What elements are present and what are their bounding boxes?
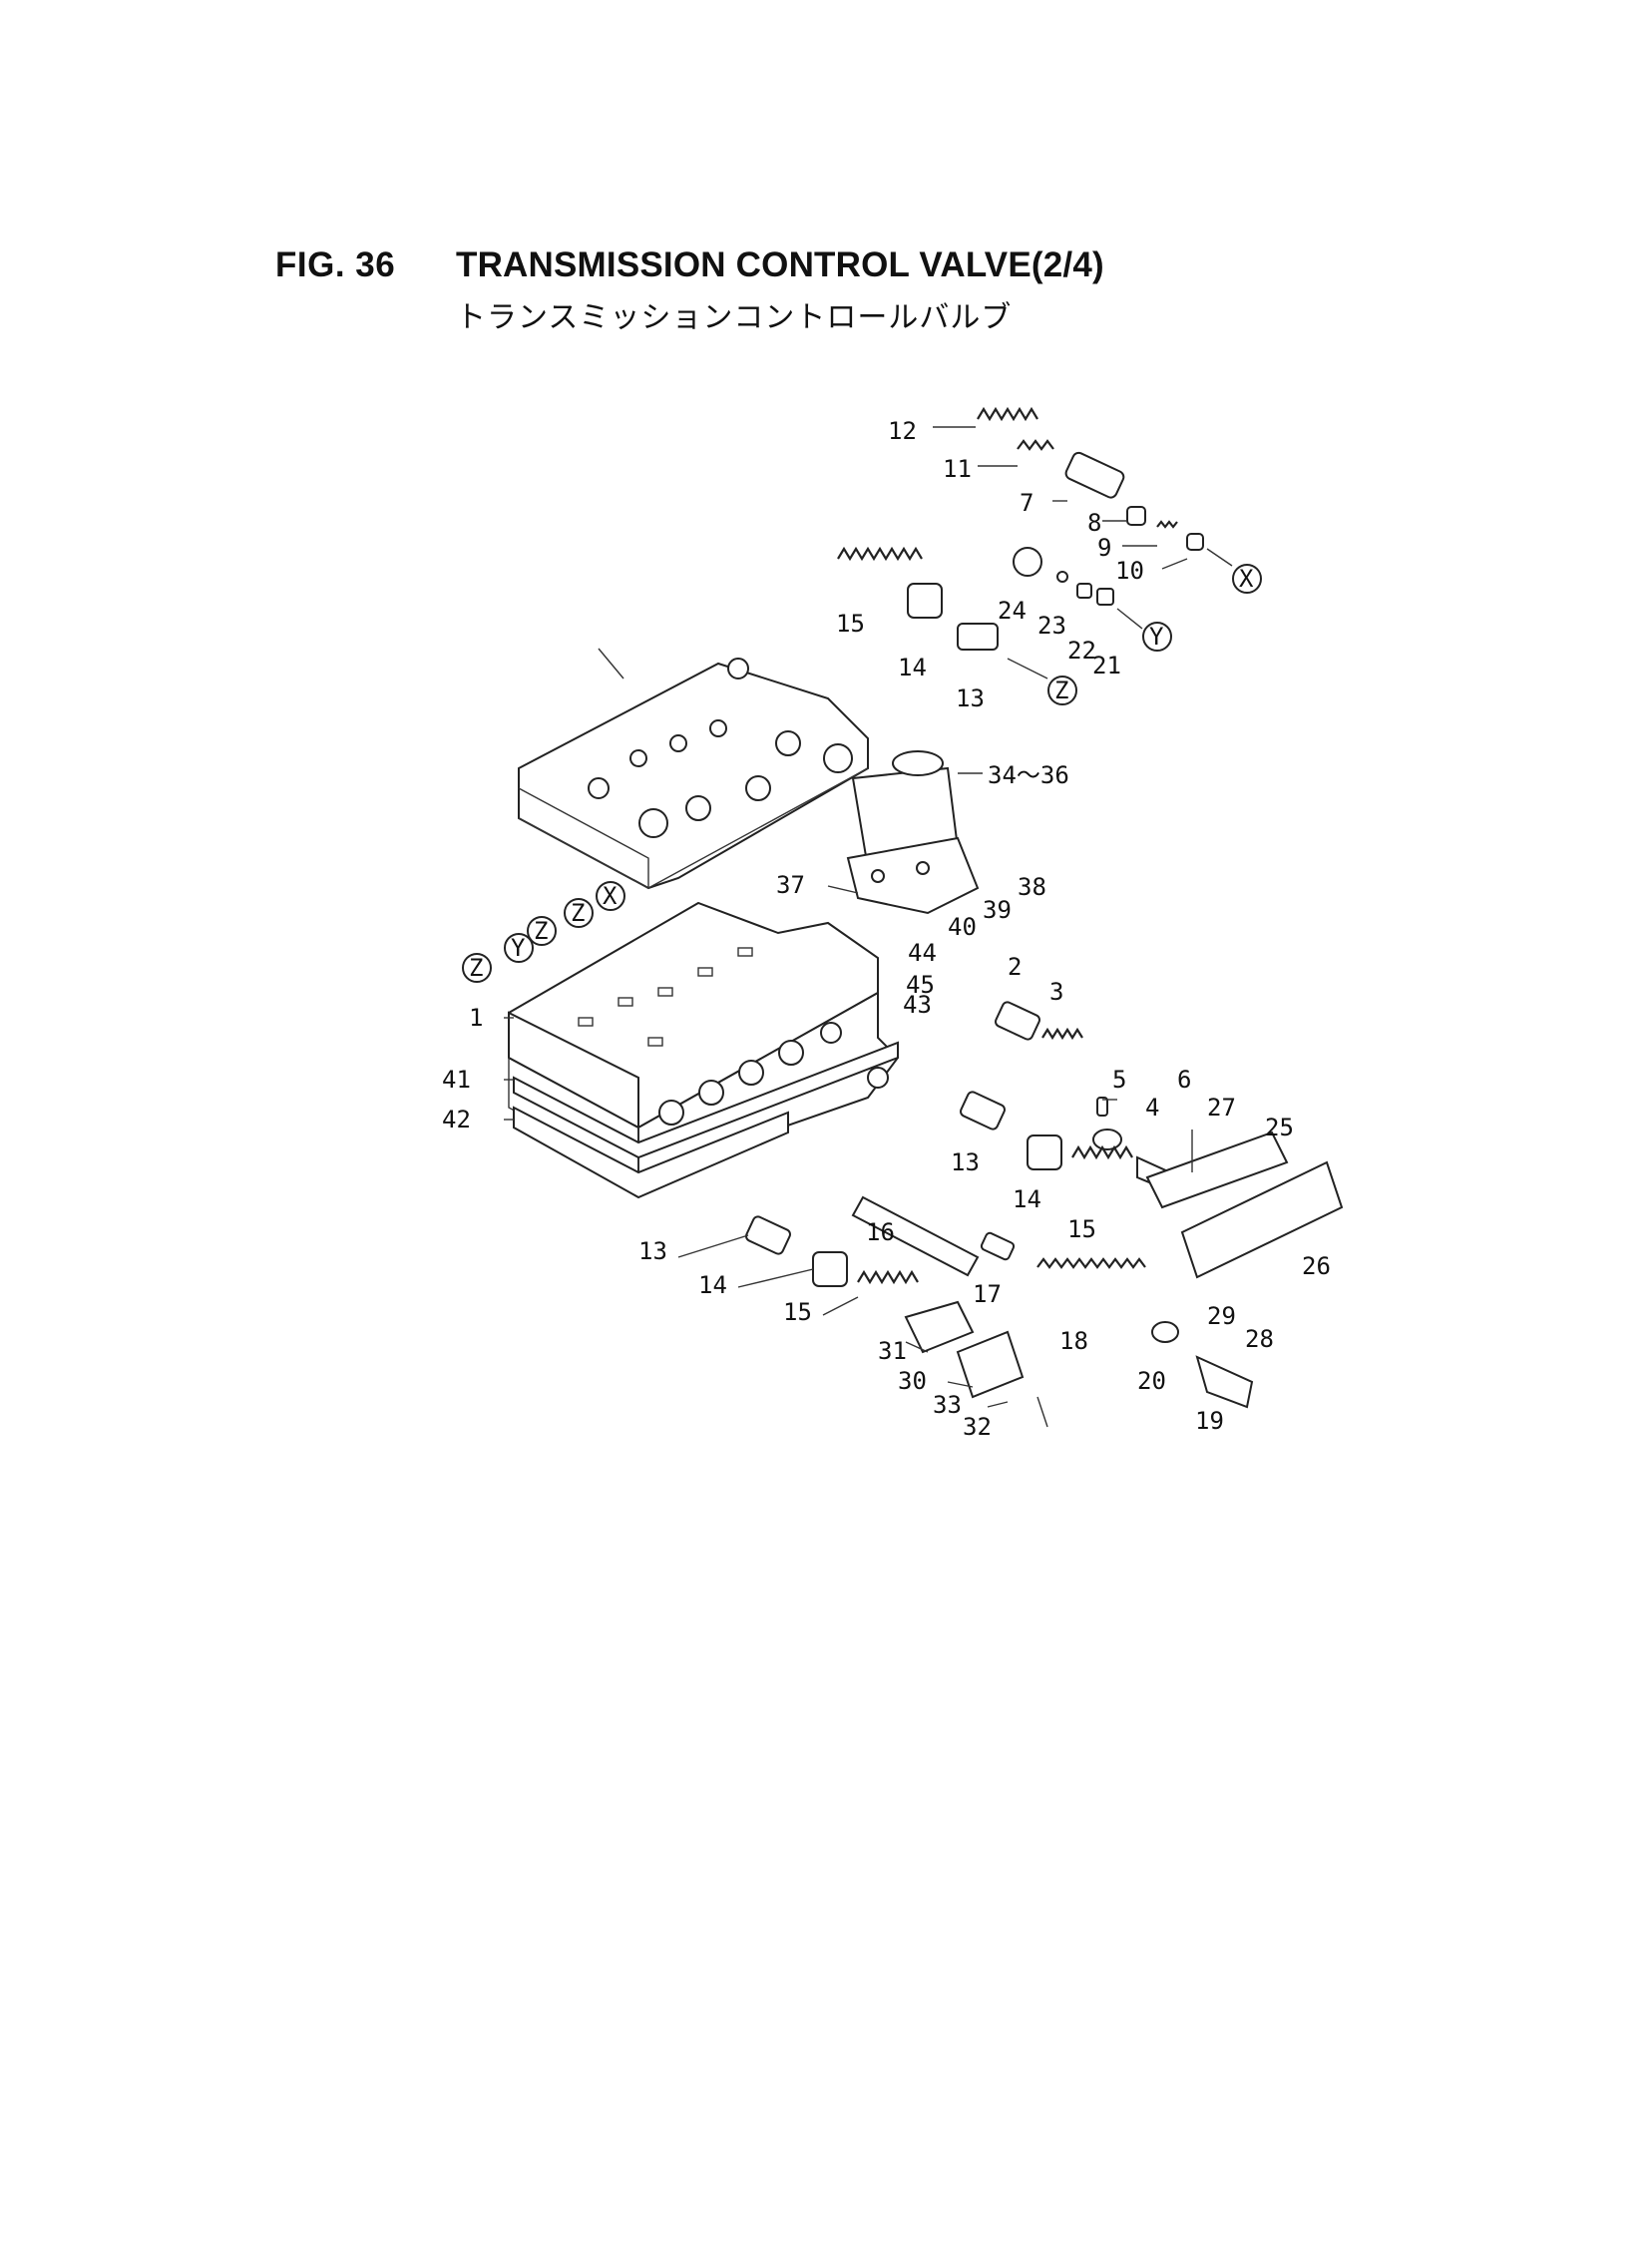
callout-38: 38: [1018, 873, 1046, 901]
marker-z-body-1: Z: [571, 899, 585, 927]
callout-7: 7: [1020, 489, 1033, 517]
callout-16: 16: [866, 1218, 895, 1246]
figure-title: TRANSMISSION CONTROL VALVE(2/4): [456, 245, 1104, 284]
callout-12: 12: [888, 417, 917, 445]
marker-x-top: X: [1239, 565, 1254, 593]
callout-27: 27: [1207, 1094, 1236, 1122]
callout-13-top: 13: [956, 684, 985, 712]
separator-plates: [513, 1041, 899, 1199]
callout-32: 32: [963, 1413, 992, 1441]
callout-3: 3: [1049, 978, 1063, 1006]
callout-30: 30: [898, 1367, 927, 1395]
upper-housing: [518, 658, 869, 890]
callout-28: 28: [1245, 1325, 1274, 1353]
callout-19: 19: [1195, 1407, 1224, 1435]
callout-29: 29: [1207, 1302, 1236, 1330]
callout-41: 41: [442, 1066, 471, 1094]
callout-26: 26: [1302, 1252, 1331, 1280]
spool-parts: [745, 406, 1344, 1409]
callout-1: 1: [469, 1004, 483, 1032]
callout-5: 5: [1112, 1066, 1126, 1094]
marker-z-body-2: Z: [534, 917, 548, 945]
callout-18: 18: [1059, 1327, 1088, 1355]
callout-4: 4: [1145, 1094, 1159, 1122]
callout-20: 20: [1137, 1367, 1166, 1395]
callout-31: 31: [878, 1337, 907, 1365]
callout-42: 42: [442, 1106, 471, 1133]
callout-2: 2: [1008, 953, 1022, 981]
callout-39: 39: [983, 896, 1012, 924]
callout-10: 10: [1115, 557, 1144, 585]
callout-14-top: 14: [898, 654, 927, 681]
callout-11: 11: [943, 455, 972, 483]
callout-15-mid: 15: [1067, 1215, 1096, 1243]
callout-9: 9: [1097, 534, 1111, 562]
circled-markers: X Y Z X Z Z Y Z: [462, 564, 1262, 983]
marker-z-body-3: Z: [469, 954, 483, 982]
callout-13-bot: 13: [638, 1237, 667, 1265]
callout-40: 40: [948, 913, 977, 941]
callout-37: 37: [776, 871, 805, 899]
marker-y-top: Y: [1149, 623, 1164, 651]
callout-8: 8: [1087, 509, 1101, 537]
callout-14-mid: 14: [1013, 1185, 1041, 1213]
callout-17: 17: [973, 1280, 1002, 1308]
callout-33: 33: [933, 1391, 962, 1419]
callout-44: 44: [908, 939, 937, 967]
solenoid-assembly: [846, 750, 980, 915]
callout-14-bot: 14: [698, 1271, 727, 1299]
callout-6: 6: [1177, 1066, 1191, 1094]
callout-25: 25: [1265, 1114, 1294, 1141]
figure-number: FIG. 36: [275, 245, 396, 284]
callout-22: 22: [1067, 637, 1096, 665]
marker-y-body: Y: [511, 934, 526, 962]
callout-24: 24: [998, 597, 1027, 625]
callout-15-top: 15: [836, 610, 865, 638]
callout-34-36: 34～36: [988, 761, 1069, 789]
callout-15-bot: 15: [783, 1298, 812, 1326]
callout-13-mid: 13: [951, 1148, 980, 1176]
leader-lines: [504, 426, 1233, 1428]
callout-23: 23: [1037, 612, 1066, 640]
figure-subtitle-japanese: トランスミッションコントロールバルブ: [456, 301, 1013, 334]
marker-z-top: Z: [1054, 677, 1068, 704]
marker-x-body: X: [603, 882, 618, 910]
callout-43: 43: [903, 991, 932, 1019]
callout-21: 21: [1092, 652, 1121, 680]
callout-45: 45: [906, 971, 935, 999]
callout-labels: 12 11 7 8 9 10 15 14 13 24 23 22 21 34～3…: [442, 417, 1331, 1441]
